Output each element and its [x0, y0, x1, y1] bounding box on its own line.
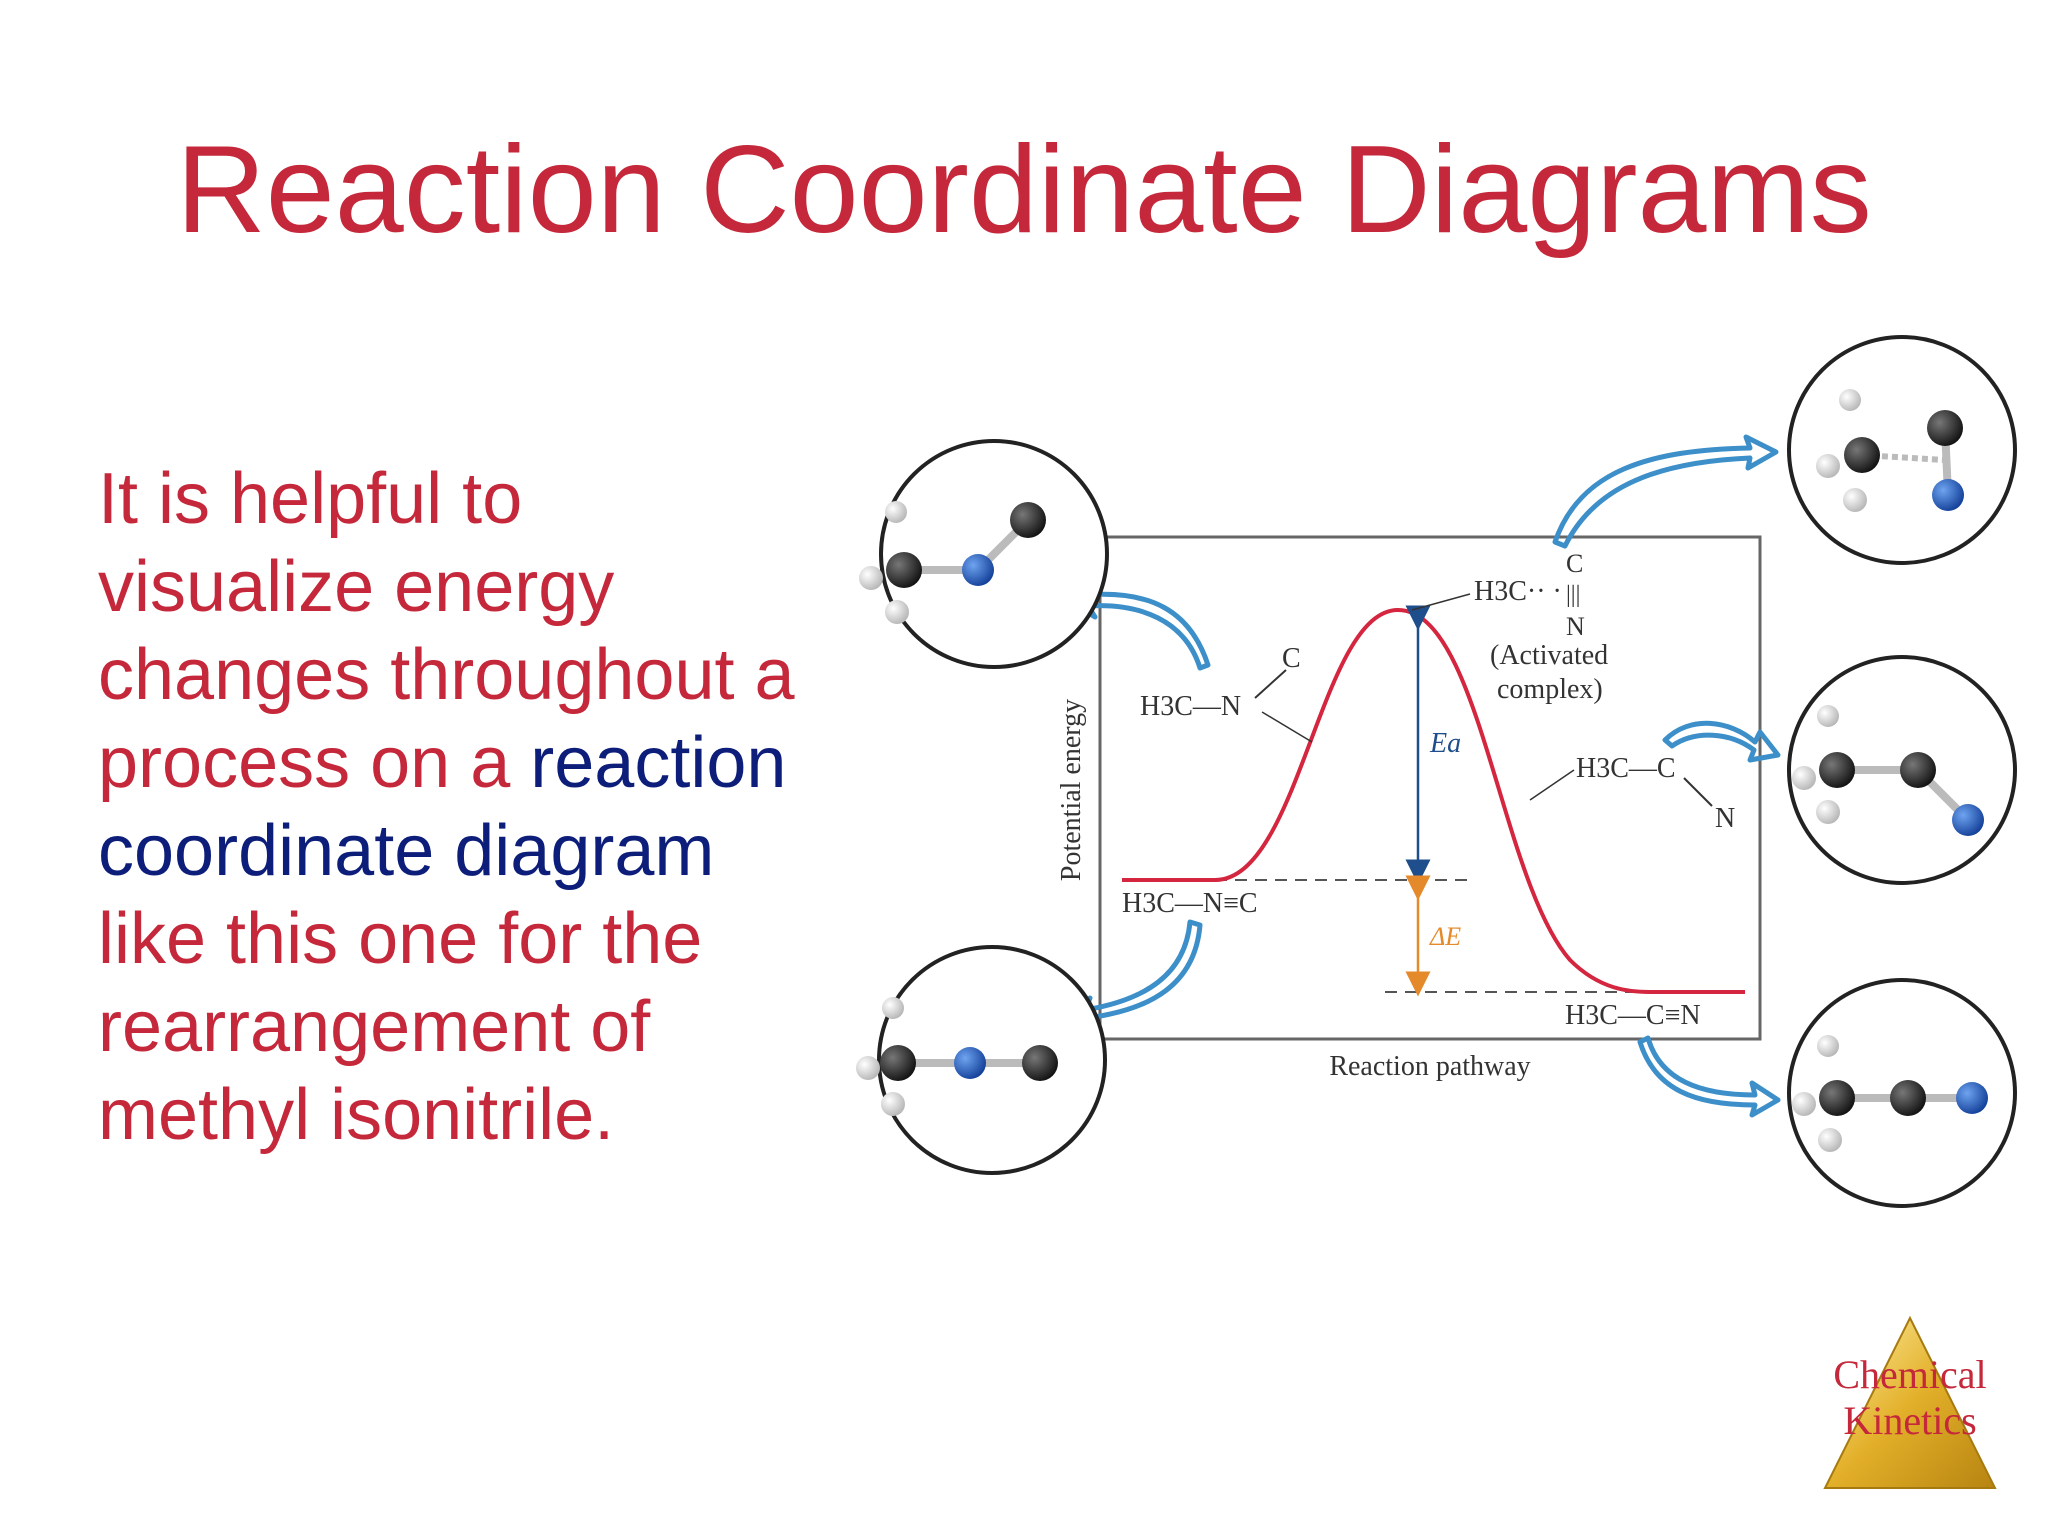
- callout-arrow-product: [1637, 1035, 1781, 1118]
- activated-complex-bond: |||: [1566, 582, 1580, 608]
- bent-product-pointer: [1529, 769, 1575, 801]
- bent-product-n: N: [1715, 803, 1735, 834]
- bent-reactant-pointer: [1261, 711, 1313, 743]
- reactant-formula: H3C—N≡C: [1122, 888, 1258, 919]
- callout-arrow-bent-product: [1662, 720, 1781, 763]
- activated-complex-pointer: [1411, 593, 1471, 611]
- body-text-part1: It is helpful to visualize energy change…: [98, 459, 795, 803]
- logo-line-1: Chemical: [1833, 1352, 1987, 1397]
- slide-body-text: It is helpful to visualize energy change…: [98, 455, 798, 1159]
- body-text-part2: like this one for the rearrangement of m…: [98, 899, 703, 1155]
- bent-reactant-c: C: [1282, 643, 1301, 674]
- triangle-logo-icon: [1823, 1315, 1997, 1489]
- energy-curve: [1122, 607, 1745, 994]
- molecule-bent-reactant: [859, 439, 1109, 669]
- product-formula: H3C—C≡N: [1565, 1000, 1701, 1031]
- activated-complex-c: C: [1566, 549, 1583, 578]
- activated-complex-formula: H3C·· ·: [1474, 576, 1562, 607]
- logo-text: Chemical Kinetics: [1800, 1352, 2020, 1444]
- bent-product-bond: [1683, 777, 1713, 807]
- x-axis-label: Reaction pathway: [1329, 1051, 1530, 1082]
- activated-complex-label-1: (Activated: [1490, 640, 1608, 671]
- bent-product-formula: H3C—C: [1576, 753, 1676, 784]
- delta-e-label: ΔE: [1429, 922, 1461, 951]
- molecule-product: [1787, 978, 2017, 1208]
- activated-complex-n: N: [1566, 612, 1585, 641]
- bent-reactant-formula: H3C—N: [1140, 691, 1241, 722]
- plot-frame: [1098, 535, 1762, 1041]
- slide-title: Reaction Coordinate Diagrams: [176, 121, 1872, 259]
- body-text-highlight: reaction coordinate diagram: [98, 723, 787, 891]
- ea-label: Ea: [1429, 728, 1461, 759]
- callout-arrow-activated-complex: [1552, 434, 1779, 549]
- molecule-activated-complex: [1787, 335, 2017, 565]
- molecule-bent-product: [1787, 655, 2017, 885]
- bent-reactant-bond: [1254, 669, 1287, 699]
- molecule-reactant: [856, 945, 1107, 1175]
- y-axis-label: Potential energy: [1056, 699, 1087, 881]
- activated-complex-label-2: complex): [1497, 674, 1603, 705]
- logo-line-2: Kinetics: [1843, 1398, 1977, 1443]
